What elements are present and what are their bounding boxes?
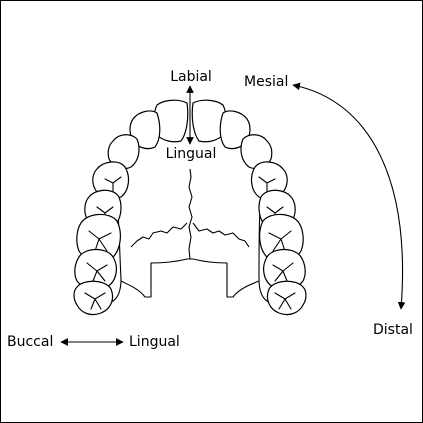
- tooth-first-premolar-right: [250, 161, 288, 200]
- label-lingual-top: Lingual: [166, 146, 217, 162]
- label-buccal: Buccal: [7, 334, 53, 350]
- maxillary-teeth: [73, 99, 307, 316]
- mesial-distal-arrow: [292, 82, 406, 310]
- label-labial: Labial: [170, 69, 212, 85]
- tooth-first-premolar-left: [92, 161, 130, 200]
- tooth-canine-right: [240, 134, 273, 170]
- label-distal: Distal: [373, 322, 413, 338]
- label-lingual-bottom: Lingual: [129, 334, 180, 350]
- tooth-canine-left: [107, 134, 140, 170]
- label-mesial: Mesial: [244, 74, 288, 90]
